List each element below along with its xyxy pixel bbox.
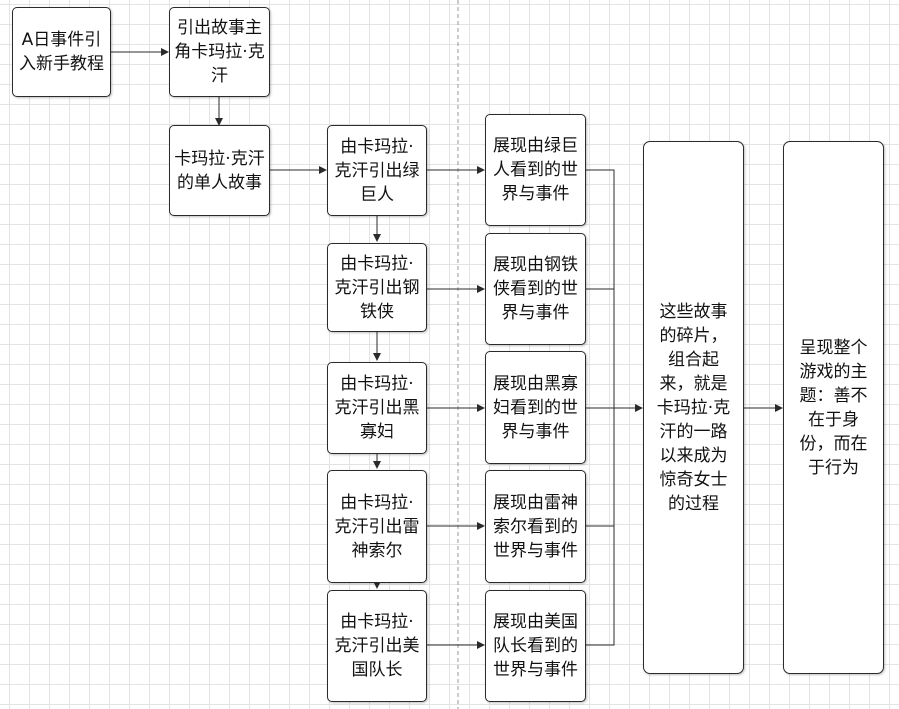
node-story-fragments-label: 这些故事的碎片，组合起来，就是卡玛拉·克汗的一路以来成为惊奇女士的过程 (656, 301, 731, 514)
node-world-cap: 展现由美国队长看到的世界与事件 (485, 590, 586, 702)
node-intro-tutorial: A日事件引入新手教程 (12, 7, 111, 97)
connector-world-cap (586, 408, 615, 646)
node-protagonist-intro-label: 引出故事主角卡玛拉·克汗 (174, 18, 265, 86)
node-world-ironman: 展现由钢铁侠看到的世界与事件 (485, 233, 586, 345)
node-world-widow-label: 展现由黑寡妇看到的世界与事件 (493, 373, 578, 442)
node-lead-thor-label: 由卡玛拉·克汗引出雷神索尔 (334, 492, 420, 561)
node-lead-cap-label: 由卡玛拉·克汗引出美国队长 (334, 612, 420, 680)
node-world-thor: 展现由雷神索尔看到的世界与事件 (485, 470, 586, 583)
node-world-hulk: 展现由绿巨人看到的世界与事件 (485, 114, 586, 226)
node-world-cap-label: 展现由美国队长看到的世界与事件 (493, 612, 578, 680)
node-lead-ironman: 由卡玛拉·克汗引出钢铁侠 (327, 243, 427, 332)
node-lead-ironman-label: 由卡玛拉·克汗引出钢铁侠 (334, 253, 420, 322)
connector-world-thor (586, 408, 615, 527)
node-world-ironman-label: 展现由钢铁侠看到的世界与事件 (493, 255, 578, 323)
node-lead-widow-label: 由卡玛拉·克汗引出黑寡妇 (334, 374, 420, 442)
node-world-thor-label: 展现由雷神索尔看到的世界与事件 (493, 492, 578, 561)
node-world-hulk-label: 展现由绿巨人看到的世界与事件 (493, 136, 578, 204)
node-kamala-solo-story: 卡玛拉·克汗的单人故事 (169, 125, 270, 216)
node-lead-cap: 由卡玛拉·克汗引出美国队长 (327, 590, 427, 702)
node-lead-widow: 由卡玛拉·克汗引出黑寡妇 (327, 362, 427, 454)
node-protagonist-intro: 引出故事主角卡玛拉·克汗 (169, 7, 270, 97)
node-lead-hulk: 由卡玛拉·克汗引出绿巨人 (327, 125, 427, 216)
node-kamala-solo-story-label: 卡玛拉·克汗的单人故事 (174, 148, 265, 193)
node-lead-hulk-label: 由卡玛拉·克汗引出绿巨人 (334, 136, 420, 205)
node-lead-thor: 由卡玛拉·克汗引出雷神索尔 (327, 470, 427, 583)
node-game-theme-label: 呈现整个游戏的主题：善不在于身份，而在于行为 (799, 337, 868, 478)
connector-world-hulk (586, 169, 615, 408)
node-game-theme: 呈现整个游戏的主题：善不在于身份，而在于行为 (783, 141, 884, 674)
node-intro-tutorial-label: A日事件引入新手教程 (19, 30, 104, 74)
node-story-fragments: 这些故事的碎片，组合起来，就是卡玛拉·克汗的一路以来成为惊奇女士的过程 (643, 141, 744, 674)
node-world-widow: 展现由黑寡妇看到的世界与事件 (485, 351, 586, 464)
